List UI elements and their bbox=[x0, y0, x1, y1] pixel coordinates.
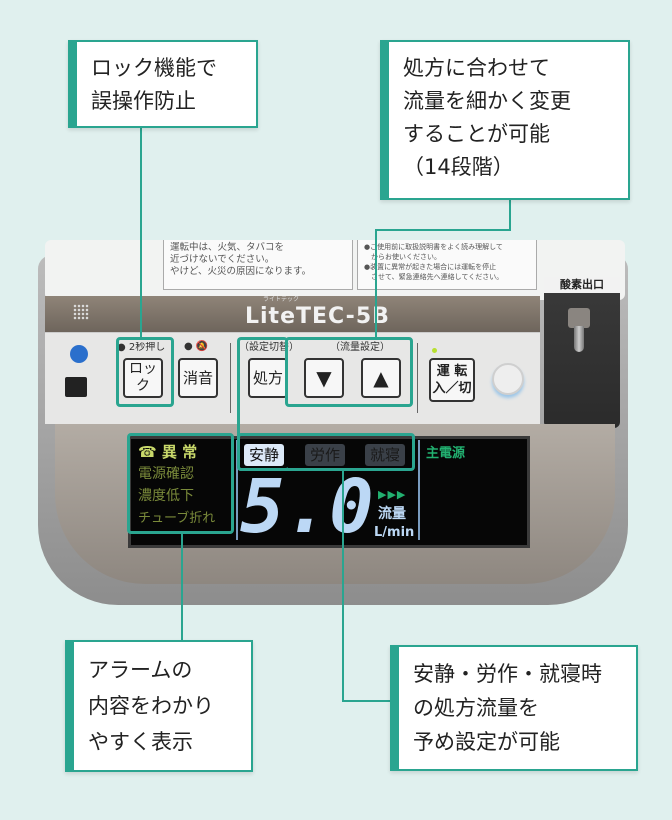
callout-alarm: アラームの 内容をわかり やすく表示 bbox=[65, 640, 253, 772]
flow-down-button[interactable]: ▼ bbox=[304, 358, 344, 398]
brand-band: ライトテック LiteTEC-5B bbox=[45, 296, 540, 332]
callout-text: 予め設定が可能 bbox=[413, 730, 560, 754]
flow-highlight bbox=[285, 337, 413, 407]
mute-button[interactable]: 消音 bbox=[178, 358, 218, 398]
sticker-line: ●装置に異常が起きた場合には運転を停止 bbox=[364, 263, 497, 271]
alarm-phone-icon: ☎ bbox=[138, 443, 162, 461]
callout-preset: 安静・労作・就寝時 の処方流量を 予め設定が可能 bbox=[390, 645, 638, 771]
child-lock-icon bbox=[70, 345, 88, 363]
sensor-window bbox=[65, 377, 87, 397]
oxygen-outlet: 酸素出口 bbox=[544, 277, 620, 428]
prescription-button[interactable]: 処方 bbox=[248, 358, 288, 398]
connector bbox=[342, 470, 344, 702]
main-power-label: 主電源 bbox=[426, 446, 466, 461]
mode-exertion: 労作 bbox=[305, 444, 346, 466]
alarm-title-text: 異 常 bbox=[161, 443, 198, 461]
flow-arrows-icon: ▶▶▶ bbox=[378, 488, 407, 501]
brand-ruby: ライトテック bbox=[263, 296, 300, 303]
callout-text: の処方流量を bbox=[413, 696, 539, 720]
sticker-line: やけど、火災の原因になります。 bbox=[170, 266, 312, 277]
callout-flow: 処方に合わせて 流量を細かく変更 することが可能 （14段階） bbox=[380, 40, 630, 200]
alarm-highlight bbox=[127, 433, 234, 534]
brand-logo: LiteTEC-5B bbox=[245, 304, 390, 329]
mode-highlight bbox=[237, 433, 415, 471]
sticker-line: 運転中は、火気、タバコを bbox=[170, 242, 285, 253]
power-indicator-ring bbox=[492, 363, 524, 395]
lock-hint: ● 2秒押し bbox=[117, 342, 166, 353]
alarm-power-check: 電源確認 bbox=[138, 466, 194, 482]
callout-text: やすく表示 bbox=[88, 730, 193, 754]
connector bbox=[342, 700, 392, 702]
divider bbox=[417, 343, 418, 413]
power-led bbox=[432, 348, 437, 353]
callout-text: 内容をわかり bbox=[88, 694, 214, 718]
display-divider bbox=[418, 440, 420, 540]
flow-value: 5.0 bbox=[240, 464, 374, 550]
lock-highlight bbox=[116, 337, 174, 407]
sticker-line: からお使いください。 bbox=[364, 253, 441, 261]
connector bbox=[509, 200, 511, 230]
button-panel: ● 2秒押し ロック ● 🔕 消音 （設定切替） 処方 （流量設定） ▼ ▲ 運… bbox=[45, 332, 540, 424]
warning-sticker: 運転中は、火気、タバコを 近づけないでください。 やけど、火災の原因になります。 bbox=[163, 240, 353, 290]
callout-text: アラームの bbox=[88, 658, 193, 682]
caution-sticker: ●ご使用前に取扱説明書をよく読み理解して からお使いください。 ●装置に異常が起… bbox=[357, 240, 537, 290]
nozzle-tip bbox=[574, 326, 584, 352]
setting-switch-label: （設定切替） bbox=[239, 342, 299, 353]
callout-text: （14段階） bbox=[403, 155, 514, 179]
outlet-label: 酸素出口 bbox=[544, 277, 620, 293]
callout-text: ロック機能で bbox=[91, 56, 217, 80]
lock-button[interactable]: ロック bbox=[123, 358, 163, 398]
alarm-low-concentration: 濃度低下 bbox=[138, 488, 194, 504]
connector bbox=[375, 229, 511, 231]
divider bbox=[230, 343, 231, 413]
mode-sleep: 就寝 bbox=[365, 444, 406, 466]
sticker-line: 近づけないでください。 bbox=[170, 254, 275, 265]
speaker-grille-icon bbox=[73, 304, 89, 320]
callout-text: 処方に合わせて bbox=[403, 56, 550, 80]
callout-text: 安静・労作・就寝時 bbox=[413, 662, 602, 686]
callout-text: 流量を細かく変更 bbox=[403, 89, 571, 113]
callout-lock: ロック機能で 誤操作防止 bbox=[68, 40, 258, 128]
power-button[interactable]: 運 転 入／切 bbox=[429, 358, 475, 402]
alarm-title: ☎ 異 常 bbox=[138, 441, 197, 462]
display-divider bbox=[236, 440, 238, 540]
nozzle-icon bbox=[568, 308, 590, 328]
connector bbox=[181, 533, 183, 641]
flow-unit: L/min bbox=[374, 525, 415, 540]
connector bbox=[140, 128, 142, 338]
mode-rest: 安静 bbox=[244, 444, 285, 466]
alarm-tube-kink: チューブ折れ bbox=[138, 511, 216, 526]
callout-text: することが可能 bbox=[403, 122, 550, 146]
mute-bell-icon: ● 🔕 bbox=[184, 341, 209, 352]
flow-up-button[interactable]: ▲ bbox=[361, 358, 401, 398]
callout-text: 誤操作防止 bbox=[91, 89, 196, 113]
connector bbox=[375, 229, 377, 338]
device-top-panel: 運転中は、火気、タバコを 近づけないでください。 やけど、火災の原因になります。… bbox=[45, 240, 625, 300]
flow-label: 流量 bbox=[378, 506, 406, 522]
sticker-line: させて、緊急連絡先へ連絡してください。 bbox=[364, 273, 504, 281]
sticker-line: ●ご使用前に取扱説明書をよく読み理解して bbox=[364, 243, 503, 251]
flow-setting-label: （流量設定） bbox=[330, 342, 390, 353]
